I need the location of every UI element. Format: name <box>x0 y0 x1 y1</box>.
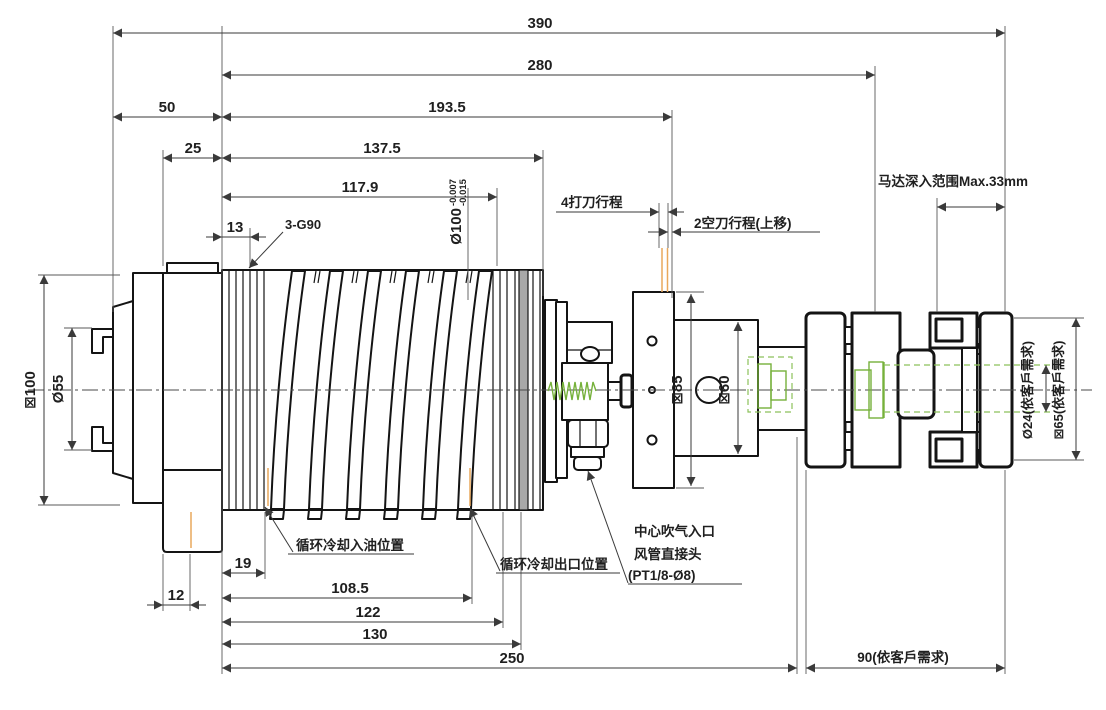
ports-leader <box>248 231 284 269</box>
coupling-jaw-slot <box>934 437 964 463</box>
dim-front-length: 50 <box>159 99 176 116</box>
dim-body-diameter: Ø100 <box>448 208 465 245</box>
oil-outlet-leader <box>469 507 501 572</box>
label-oil-outlet: 循环冷却出口位置 <box>500 556 608 572</box>
lower-cap <box>573 456 602 471</box>
coupling-jaw-slot <box>934 317 964 343</box>
label-oil-inlet: 循环冷却入油位置 <box>296 537 404 553</box>
groove-top-ticks <box>313 270 473 284</box>
label-knock-stroke: 4打刀行程 <box>561 194 623 210</box>
phantom-internals <box>547 356 1050 419</box>
hex-nut <box>567 419 609 448</box>
dim-body-diameter-group: Ø100 -0.007 -0.015 <box>448 178 469 244</box>
dim-nose-square: ⊠100 <box>22 371 39 409</box>
dim-flange-offset: 25 <box>185 140 202 157</box>
dim-total-length: 390 <box>527 15 552 32</box>
air-blow-leader <box>586 470 629 584</box>
dim-coupling-diameter: ⊠65(依客戶需求) <box>1051 340 1066 439</box>
dim-shaft-diameter: Ø24(依客戶需求) <box>1020 341 1035 439</box>
dim-span-250: 250 <box>499 650 524 667</box>
dim-collar: 13 <box>227 219 244 236</box>
dim-tab-width: 12 <box>168 587 185 604</box>
extension-lines <box>38 26 1084 674</box>
groove-foot <box>383 509 399 520</box>
dim-groove-span: 117.9 <box>342 179 379 196</box>
tool-phantom <box>747 356 793 413</box>
air-nipple-stem <box>607 381 622 401</box>
groove-foot <box>307 509 323 520</box>
label-idle-stroke: 2空刀行程(上移) <box>694 215 792 231</box>
label-air-blow-line2: 风管直接头 <box>634 546 702 562</box>
groove-foot <box>345 509 361 520</box>
motor-shaft-phantom-step <box>854 369 872 411</box>
groove-foot <box>421 509 437 520</box>
washer <box>570 446 605 458</box>
nose-disc <box>132 272 164 504</box>
dim-rear-length: 280 <box>527 57 552 74</box>
flange-top-boss <box>166 262 219 274</box>
plate-hole <box>646 434 658 446</box>
coupling-finger-middle <box>896 348 936 420</box>
dim-mid-length: 193.5 <box>428 99 466 116</box>
dimension-texts: 390 280 50 193.5 25 137.5 117.9 13 3-G90… <box>22 15 1066 667</box>
flange-lower-block <box>162 469 223 553</box>
dimension-lines <box>39 28 1081 673</box>
dim-plate-square: ⊠85 <box>669 375 686 404</box>
groove-foot <box>456 509 472 520</box>
plate-hole <box>646 335 658 347</box>
label-air-blow-line1: 中心吹气入口 <box>634 523 715 539</box>
motor-shaft-phantom-step <box>868 361 884 419</box>
mount-flange <box>162 272 223 471</box>
part-outline <box>91 262 1014 553</box>
dim-body-length: 137.5 <box>363 140 401 157</box>
dim-motor-section: 90(依客戶需求) <box>857 649 949 665</box>
label-ports: 3-G90 <box>285 217 321 232</box>
dim-hub-square: ⊠60 <box>716 375 733 404</box>
shaft <box>757 346 807 431</box>
tool-phantom-step <box>770 370 787 401</box>
dim-inlet-span: 108.5 <box>331 580 369 597</box>
accent-lines <box>190 248 669 548</box>
union-knob <box>580 346 600 362</box>
air-union-spring <box>547 381 597 401</box>
label-air-blow-line3: (PT1/8-Ø8) <box>628 568 696 583</box>
oil-inlet-leader <box>264 506 294 553</box>
dim-body-diameter-tol-lower: -0.015 <box>458 178 469 206</box>
dim-inlet-offset: 19 <box>235 555 252 572</box>
dim-body-diameter-tol-upper: -0.007 <box>448 179 459 206</box>
dim-span-130: 130 <box>362 626 387 643</box>
air-nipple-cap <box>619 373 634 409</box>
dim-outlet-span: 122 <box>355 604 380 621</box>
label-motor-depth: 马达深入范围Max.33mm <box>878 173 1028 189</box>
dim-nose-diameter: Ø55 <box>50 375 67 403</box>
